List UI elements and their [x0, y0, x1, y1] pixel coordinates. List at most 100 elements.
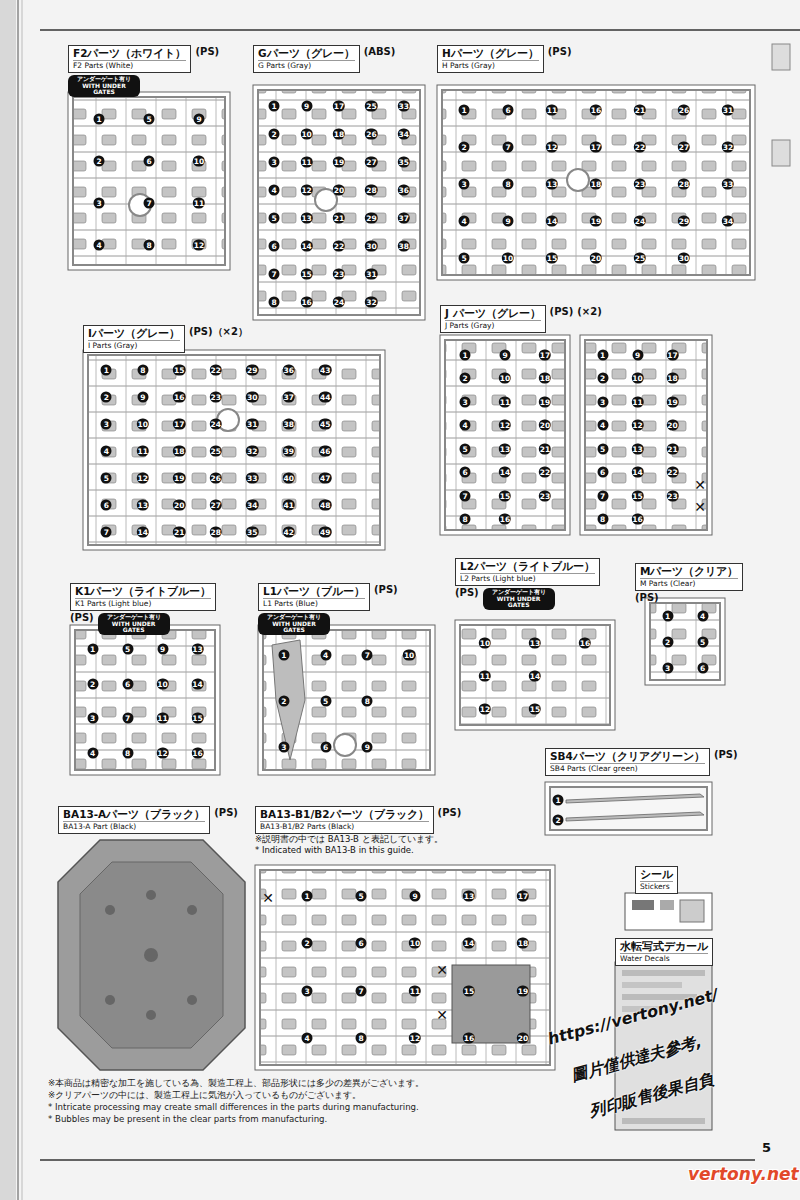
callout-number: 2 — [597, 373, 608, 384]
callout-number: 8 — [503, 179, 514, 190]
callout-number: 13 — [499, 443, 511, 454]
callout-number: 7 — [144, 198, 155, 209]
callout-number: 7 — [101, 526, 112, 537]
unused-mark: ✕ — [694, 478, 706, 492]
callout-number: 7 — [356, 985, 367, 996]
callout-number: 22 — [634, 142, 646, 153]
panel-heading: Hパーツ（グレー）H Parts (Gray) — [437, 45, 544, 73]
callout-number: 22 — [666, 467, 678, 478]
callout-number: 38 — [283, 419, 295, 430]
callout-number: 7 — [460, 490, 471, 501]
callout-number: 5 — [122, 644, 133, 655]
callout-number: 2 — [459, 142, 470, 153]
runner-art — [650, 603, 720, 680]
part-name-jp: F2パーツ（ホワイト） — [73, 47, 186, 60]
callout-number: 14 — [137, 526, 149, 537]
runner-art — [580, 335, 712, 535]
material-spec: (PS) — [374, 583, 398, 596]
callout-number: 1 — [269, 101, 280, 112]
panel-heading: F2パーツ（ホワイト）F2 Parts (White) — [68, 45, 191, 73]
panel-heading: 水転写式デカールWater Decals — [615, 938, 713, 966]
panel-heading: Iパーツ（グレー）I Parts (Gray) — [83, 325, 185, 353]
runner-art — [660, 900, 674, 910]
runner-panel: 水転写式デカールWater Decals — [615, 938, 715, 968]
callout-number: 8 — [269, 297, 280, 308]
callout-number: 18 — [517, 938, 529, 949]
part-name-en: BA13-A Part (Black) — [63, 821, 205, 832]
callout-number: 19 — [666, 396, 678, 407]
callout-number: 2 — [553, 815, 564, 826]
material-spec: (PS) — [438, 806, 462, 819]
callout-number: 16 — [579, 638, 591, 649]
callout-number: 1 — [302, 890, 313, 901]
callout-number: 31 — [365, 269, 377, 280]
callout-number: 9 — [157, 644, 168, 655]
runner-art — [622, 1118, 705, 1124]
callout-number: 6 — [144, 156, 155, 167]
callout-number: 19 — [590, 215, 602, 226]
callout-number: 5 — [697, 637, 708, 648]
callout-number: 13 — [300, 213, 312, 224]
material-spec: (PS) — [70, 611, 94, 624]
runner-art — [80, 862, 223, 1048]
runner-art — [460, 625, 610, 725]
callout-number: 8 — [460, 514, 471, 525]
callout-number: 47 — [319, 472, 331, 483]
callout-number: 27 — [678, 142, 690, 153]
callout-number: 4 — [87, 747, 98, 758]
callout-number: 15 — [546, 252, 558, 263]
runner-art — [445, 340, 565, 530]
runner-art — [566, 812, 704, 821]
callout-number: 16 — [499, 514, 511, 525]
callout-number: 4 — [101, 446, 112, 457]
part-name-en: Water Decals — [620, 953, 708, 964]
panel-heading: BA13-Aパーツ（ブラック）BA13-A Part (Black) — [58, 806, 210, 834]
callout-number: 23 — [634, 179, 646, 190]
callout-number: 10 — [403, 650, 415, 661]
watermark: vertony.net — [688, 1164, 799, 1184]
callout-number: 17 — [173, 419, 185, 430]
callout-number: 19 — [333, 157, 345, 168]
part-name-en: L2 Parts (Light blue) — [460, 573, 595, 584]
callout-number: 30 — [365, 241, 377, 252]
callout-number: 23 — [210, 392, 222, 403]
callout-number: 2 — [101, 392, 112, 403]
callout-number: 7 — [122, 713, 133, 724]
callout-number: 29 — [246, 365, 258, 376]
callout-number: 40 — [283, 472, 295, 483]
guide-note: * Indicated with BA13-B in this guide. — [255, 845, 555, 856]
callout-number: 24 — [210, 419, 222, 430]
callout-number: 32 — [365, 297, 377, 308]
footnote: * Intricate processing may create small … — [48, 1102, 419, 1113]
runner-art — [75, 630, 215, 770]
callout-number: 10 — [631, 373, 643, 384]
runner-art — [40, 1159, 755, 1161]
callout-number: 7 — [503, 142, 514, 153]
callout-number: 12 — [409, 1033, 421, 1044]
callout-number: 11 — [631, 396, 643, 407]
runner-art — [253, 85, 425, 320]
callout-number: 11 — [137, 446, 149, 457]
runner-art — [187, 905, 197, 915]
runner-art — [437, 85, 755, 280]
runner-art — [68, 92, 230, 270]
material-spec: (PS) — [550, 305, 574, 318]
part-name-en: Stickers — [640, 881, 673, 892]
runner-art — [622, 970, 705, 976]
callout-number: 11 — [409, 985, 421, 996]
callout-number: 25 — [634, 252, 646, 263]
callout-number: 9 — [503, 215, 514, 226]
panel-heading: Gパーツ（グレー）G Parts (Gray) — [253, 45, 360, 73]
callout-number: 10 — [502, 252, 514, 263]
callout-number: 16 — [173, 392, 185, 403]
part-name-jp: Iパーツ（グレー） — [88, 327, 180, 340]
callout-number: 1 — [101, 365, 112, 376]
callout-number: 44 — [319, 392, 331, 403]
runner-art — [105, 995, 115, 1005]
runner-art — [83, 350, 385, 550]
callout-number: 41 — [283, 499, 295, 510]
callout-number: 15 — [173, 365, 185, 376]
callout-number: 21 — [539, 443, 551, 454]
callout-number: 6 — [697, 663, 708, 674]
callout-number: 42 — [283, 526, 295, 537]
